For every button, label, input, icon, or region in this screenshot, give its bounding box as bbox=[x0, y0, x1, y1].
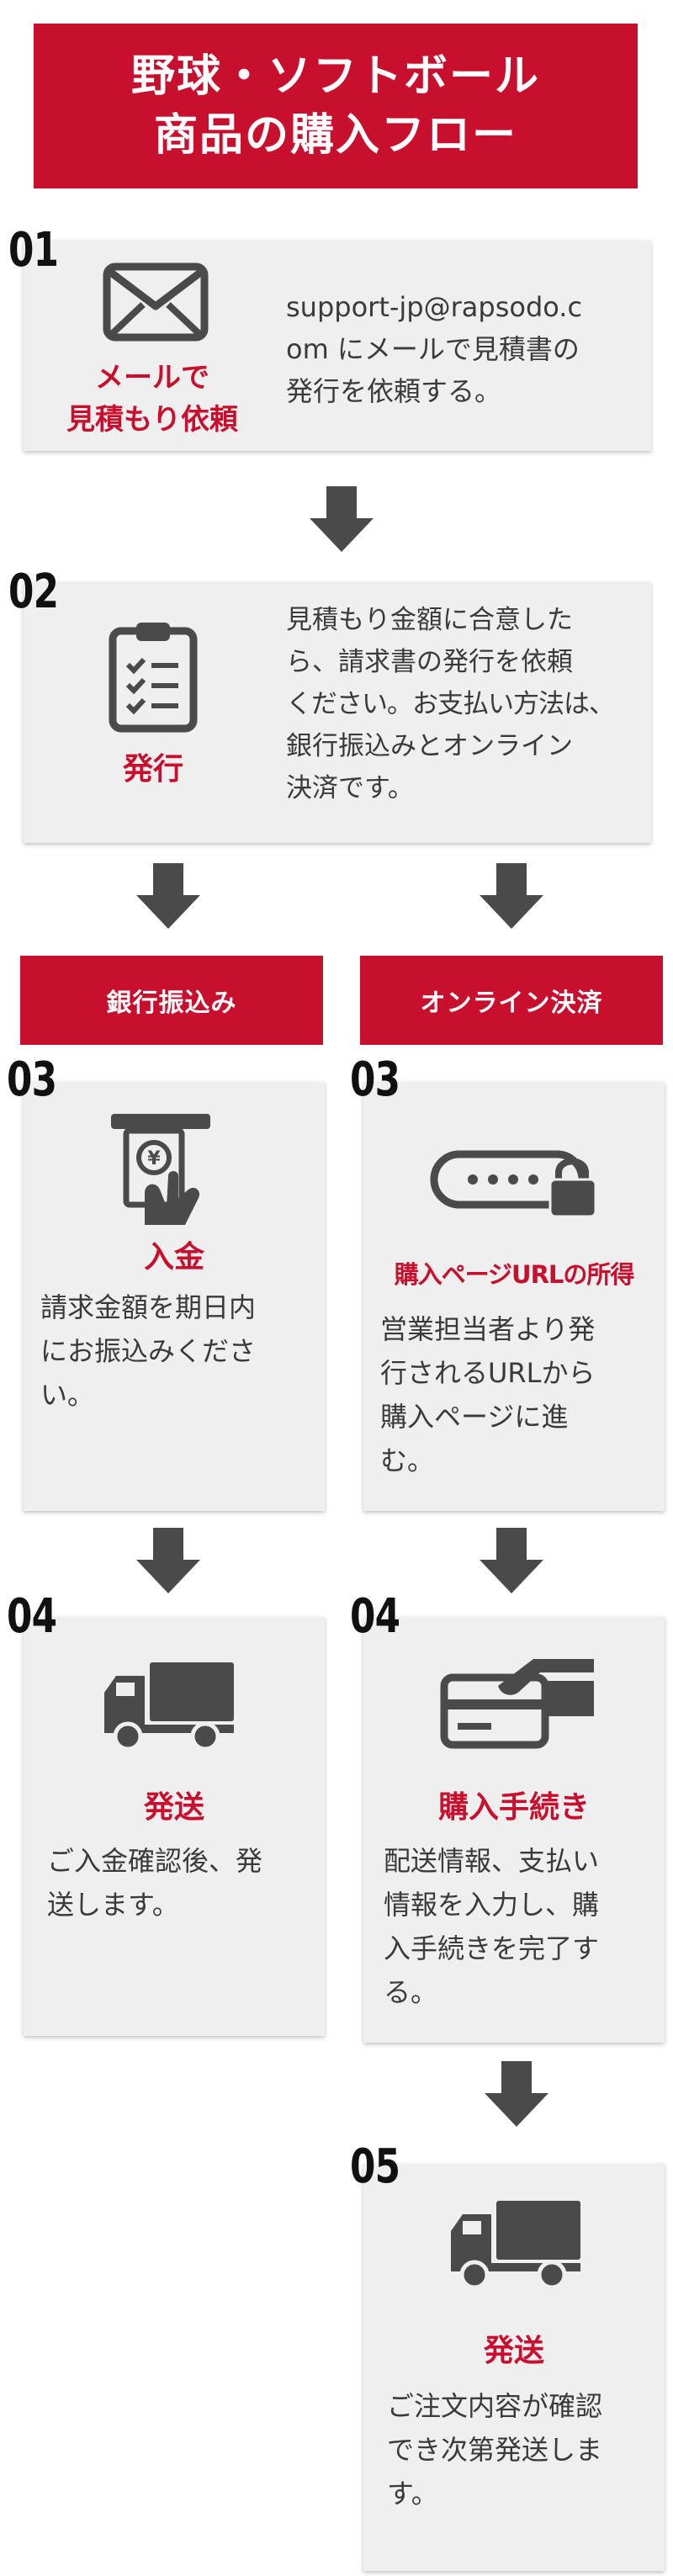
step-01-text-line-3: 発行を依頼する。 bbox=[286, 375, 502, 407]
step-01-label-line-1: メールで bbox=[95, 361, 209, 395]
step-01-label: メールで 見積もり依頼 bbox=[40, 357, 264, 441]
step-03-left-number: 03 bbox=[7, 1052, 57, 1107]
step-03-left-text: 請求金額を期日内 にお振込みくださ い。 bbox=[40, 1285, 318, 1417]
step-02-text: 見積もり金額に合意した ら、請求書の発行を依頼 ください。お支払い方法は、 銀行… bbox=[286, 599, 656, 809]
step-04-right-number: 04 bbox=[350, 1589, 400, 1644]
step-04-left-label: 発送 bbox=[143, 1790, 204, 1825]
step-03-right-text: 営業担当者より発 行されるURLから 購入ページに進 む。 bbox=[380, 1307, 658, 1482]
truck-icon bbox=[446, 2197, 584, 2290]
step-02-text-line-1: 見積もり金額に合意した bbox=[286, 605, 573, 635]
step-03-left-box bbox=[24, 1082, 325, 1511]
arrow-down-icon bbox=[483, 2061, 550, 2128]
step-03-right-text-line-4: む。 bbox=[380, 1444, 435, 1476]
step-02-text-line-2: ら、請求書の発行を依頼 bbox=[286, 647, 573, 677]
step-04-right-label: 購入手続き bbox=[437, 1790, 590, 1825]
step-01-text-line-1: support-jp@rapsodo.c bbox=[286, 291, 583, 323]
step-02-box bbox=[24, 582, 651, 843]
step-04-left-text-line-1: ご入金確認後、発 bbox=[47, 1845, 263, 1877]
branch-bank-transfer-header: 銀行振込み bbox=[20, 956, 323, 1045]
step-05-text-line-1: ご注文内容が確認 bbox=[387, 2390, 603, 2422]
arrow-down-icon bbox=[135, 1528, 202, 1595]
clipboard-icon bbox=[108, 619, 199, 734]
step-03-right-text-line-1: 営業担当者より発 bbox=[380, 1313, 596, 1345]
password-lock-icon bbox=[429, 1137, 606, 1222]
step-04-right-text-line-4: る。 bbox=[384, 1976, 438, 2008]
arrow-down-icon bbox=[478, 863, 545, 930]
step-01-text-line-2: om にメールで見積書の bbox=[286, 333, 580, 365]
step-01-label-line-2: 見積もり依頼 bbox=[66, 403, 238, 437]
step-03-left-text-line-3: い。 bbox=[40, 1379, 95, 1411]
step-04-right-text-line-2: 情報を入力し、購 bbox=[384, 1889, 600, 1921]
step-02-text-line-3: ください。お支払い方法は、 bbox=[286, 689, 615, 719]
svg-text:¥: ¥ bbox=[147, 1148, 161, 1169]
step-02-text-line-4: 銀行振込みとオンライン bbox=[286, 731, 573, 761]
arrow-down-icon bbox=[478, 1528, 545, 1595]
page-title-banner: 野球・ソフトボール 商品の購入フロー bbox=[34, 24, 638, 188]
arrow-down-icon bbox=[308, 486, 375, 554]
step-04-left-text: ご入金確認後、発 送します。 bbox=[47, 1839, 325, 1927]
step-03-right-text-line-3: 購入ページに進 bbox=[380, 1401, 569, 1433]
step-03-left-label: 入金 bbox=[143, 1240, 204, 1275]
step-04-right-text: 配送情報、支払い 情報を入力し、購 入手続きを完了す る。 bbox=[384, 1839, 661, 2014]
step-02-label: 発行 bbox=[122, 752, 183, 787]
title-line-1: 野球・ソフトボール bbox=[130, 51, 540, 102]
step-02-number: 02 bbox=[8, 564, 59, 619]
step-01-number: 01 bbox=[8, 223, 59, 278]
step-05-number: 05 bbox=[350, 2139, 400, 2194]
truck-icon bbox=[99, 1659, 237, 1752]
step-04-right-text-line-1: 配送情報、支払い bbox=[384, 1845, 600, 1877]
step-01-box bbox=[24, 241, 651, 451]
step-03-left-text-line-2: にお振込みくださ bbox=[40, 1335, 257, 1367]
step-05-text: ご注文内容が確認 でき次第発送しま す。 bbox=[387, 2384, 665, 2515]
title-line-2: 商品の購入フロー bbox=[153, 110, 517, 161]
hand-card-icon bbox=[439, 1652, 599, 1753]
step-02-text-line-5: 決済です。 bbox=[286, 773, 414, 803]
branch-online-payment-header: オンライン決済 bbox=[360, 956, 663, 1045]
step-05-label: 発送 bbox=[483, 2334, 544, 2368]
step-04-left-number: 04 bbox=[7, 1589, 57, 1644]
step-05-text-line-3: す。 bbox=[387, 2478, 438, 2510]
step-03-right-number: 03 bbox=[350, 1052, 400, 1107]
step-03-right-label: 購入ページURLの所得 bbox=[394, 1260, 635, 1289]
step-03-left-text-line-1: 請求金額を期日内 bbox=[40, 1291, 257, 1323]
step-04-left-text-line-2: 送します。 bbox=[47, 1889, 179, 1921]
arrow-down-icon bbox=[135, 863, 202, 930]
step-03-right-text-line-2: 行されるURLから bbox=[380, 1357, 596, 1389]
step-01-text: support-jp@rapsodo.c om にメールで見積書の 発行を依頼す… bbox=[286, 286, 648, 412]
mail-icon bbox=[103, 262, 209, 342]
step-05-text-line-2: でき次第発送しま bbox=[387, 2434, 603, 2466]
atm-card-icon: ¥ bbox=[108, 1109, 214, 1227]
step-04-right-text-line-3: 入手続きを完了す bbox=[384, 1932, 600, 1964]
